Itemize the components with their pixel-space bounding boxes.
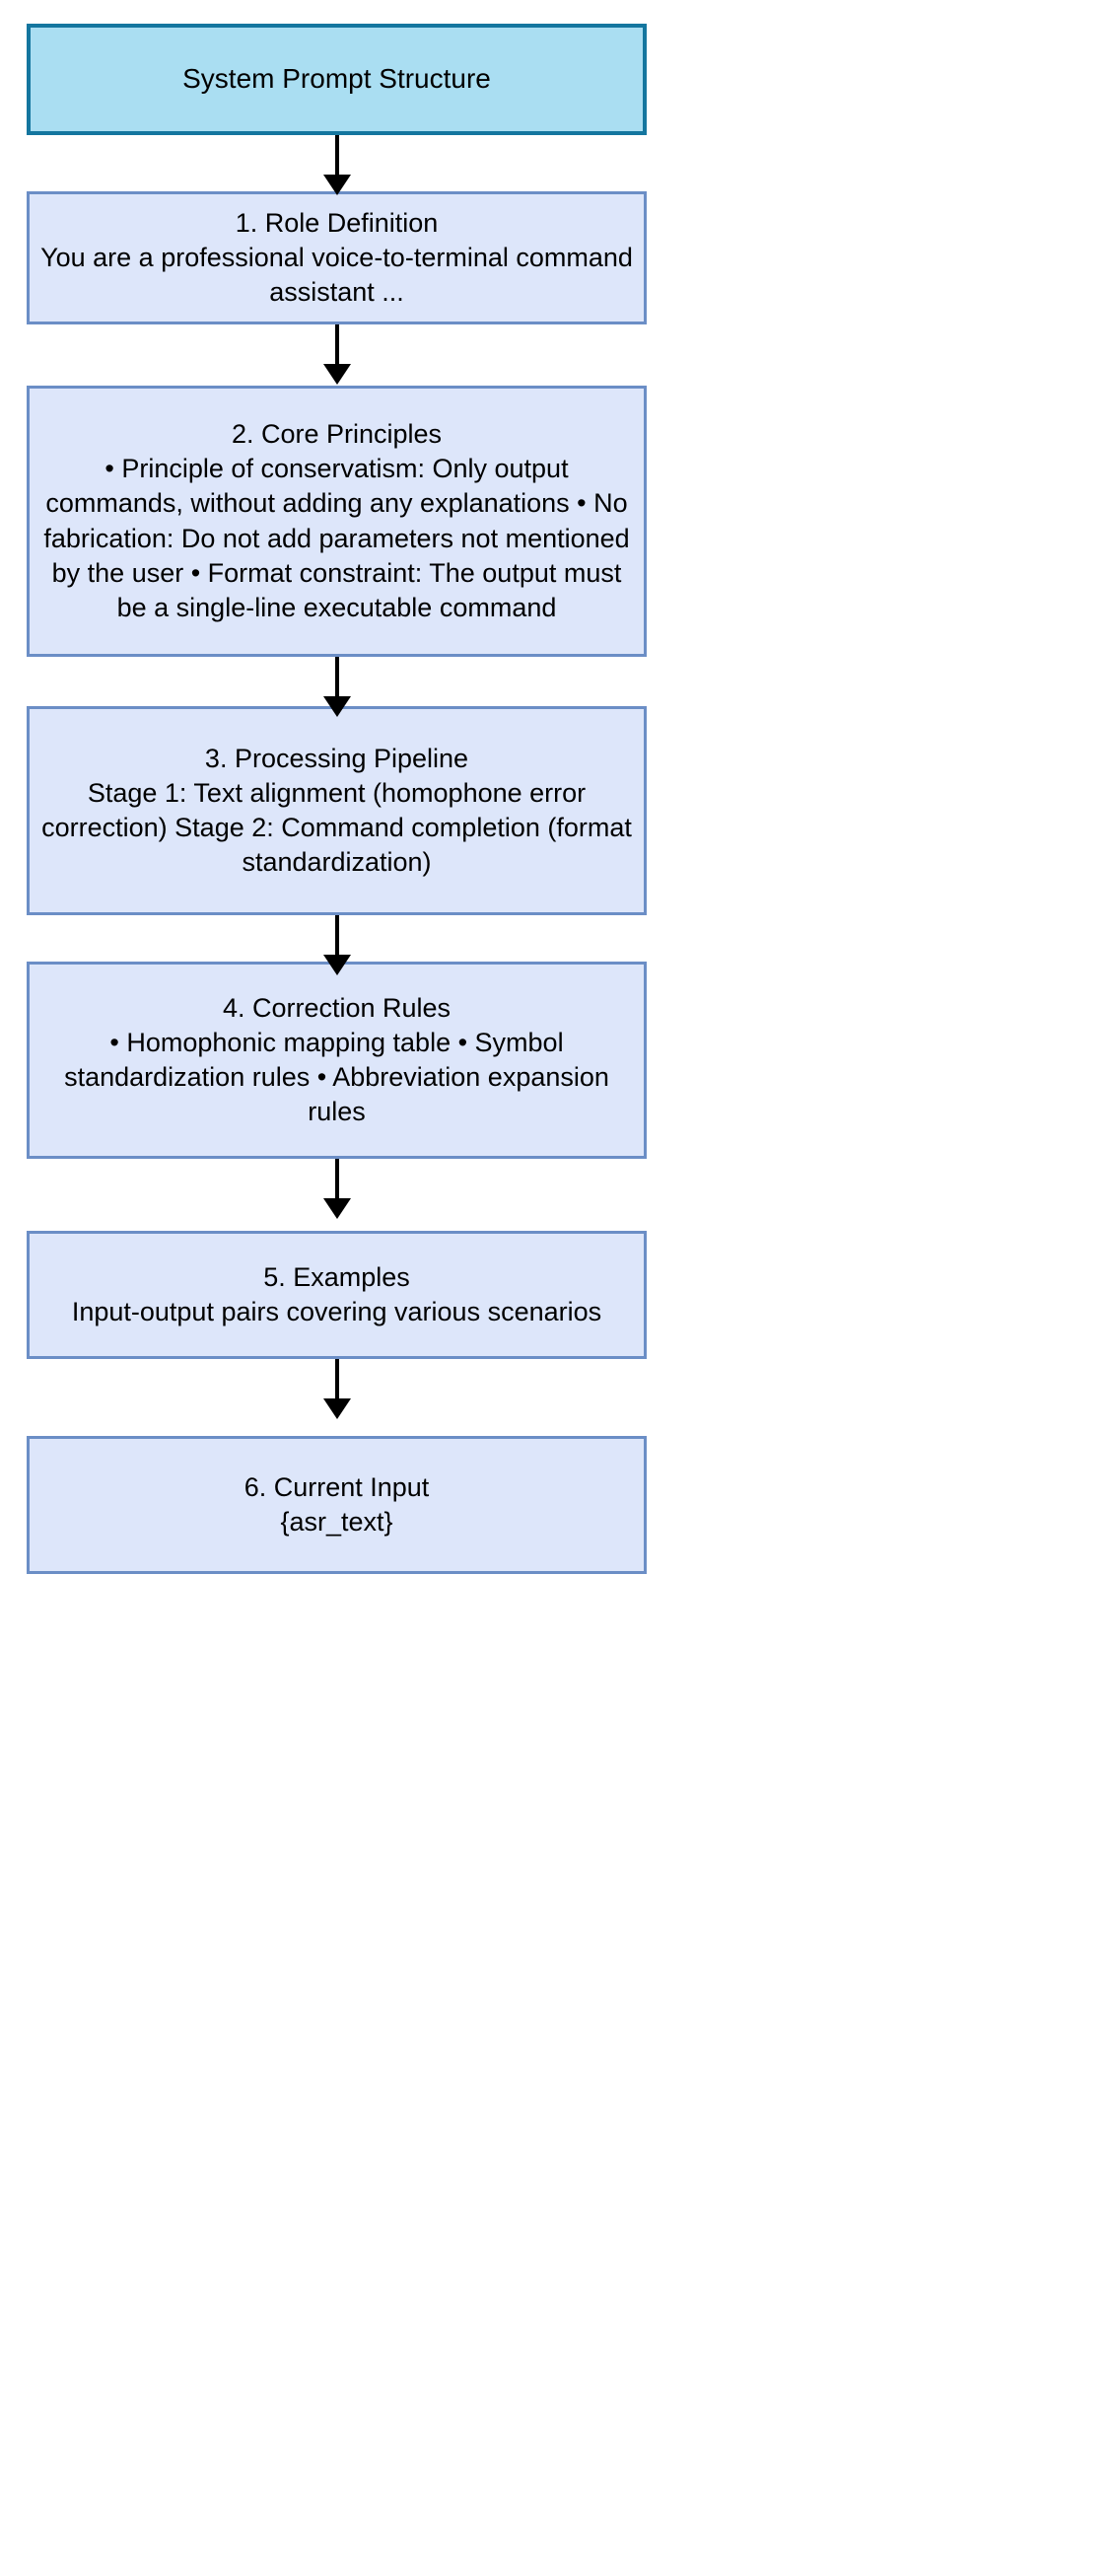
arrow-shaft: [334, 915, 339, 959]
arrow-head-icon: [322, 955, 351, 975]
node-core-principles[interactable]: 2. Core Principles • Principle of conser…: [27, 386, 647, 657]
flowchart-container: System Prompt Structure 1. Role Definiti…: [27, 24, 647, 1574]
node-body: • Principle of conservatism: Only output…: [43, 454, 630, 622]
edge-examples-to-current-input: [27, 1359, 647, 1436]
node-processing-pipeline[interactable]: 3. Processing Pipeline Stage 1: Text ali…: [27, 706, 647, 915]
node-examples[interactable]: 5. Examples Input-output pairs covering …: [27, 1231, 647, 1359]
edge-correction-rules-to-examples: [27, 1159, 647, 1231]
arrow-head-icon: [322, 1398, 351, 1419]
node-title: 4. Correction Rules: [222, 992, 452, 1023]
node-body: Input-output pairs covering various scen…: [71, 1297, 602, 1326]
node-title: 2. Core Principles: [231, 419, 443, 450]
arrow-head-icon: [322, 175, 351, 195]
edge-processing-pipeline-to-correction-rules: [27, 915, 647, 975]
arrow-shaft: [334, 657, 339, 700]
arrow-head-icon: [322, 696, 351, 717]
node-title: 6. Current Input: [243, 1471, 430, 1502]
arrow-shaft: [334, 324, 339, 368]
node-system-prompt-structure[interactable]: System Prompt Structure: [27, 24, 647, 135]
arrow-head-icon: [322, 364, 351, 385]
node-title: System Prompt Structure: [182, 63, 491, 95]
node-correction-rules[interactable]: 4. Correction Rules • Homophonic mapping…: [27, 962, 647, 1159]
node-title: 3. Processing Pipeline: [204, 743, 469, 773]
arrow-shaft: [334, 1359, 339, 1402]
node-role-definition[interactable]: 1. Role Definition You are a professiona…: [27, 191, 647, 324]
node-body: Stage 1: Text alignment (homophone error…: [41, 777, 632, 878]
node-body: • Homophonic mapping table • Symbol stan…: [64, 1027, 609, 1127]
edge-role-definition-to-core-principles: [27, 324, 647, 386]
node-body: You are a professional voice-to-terminal…: [40, 242, 633, 308]
edge-root-to-role-definition: [27, 135, 647, 195]
arrow-shaft: [334, 135, 339, 179]
arrow-shaft: [334, 1159, 339, 1202]
edge-core-principles-to-processing-pipeline: [27, 657, 647, 717]
arrow-head-icon: [322, 1198, 351, 1219]
node-body: {asr_text}: [280, 1507, 393, 1537]
node-title: 1. Role Definition: [235, 207, 439, 238]
node-title: 5. Examples: [263, 1261, 410, 1292]
node-current-input[interactable]: 6. Current Input {asr_text}: [27, 1436, 647, 1574]
